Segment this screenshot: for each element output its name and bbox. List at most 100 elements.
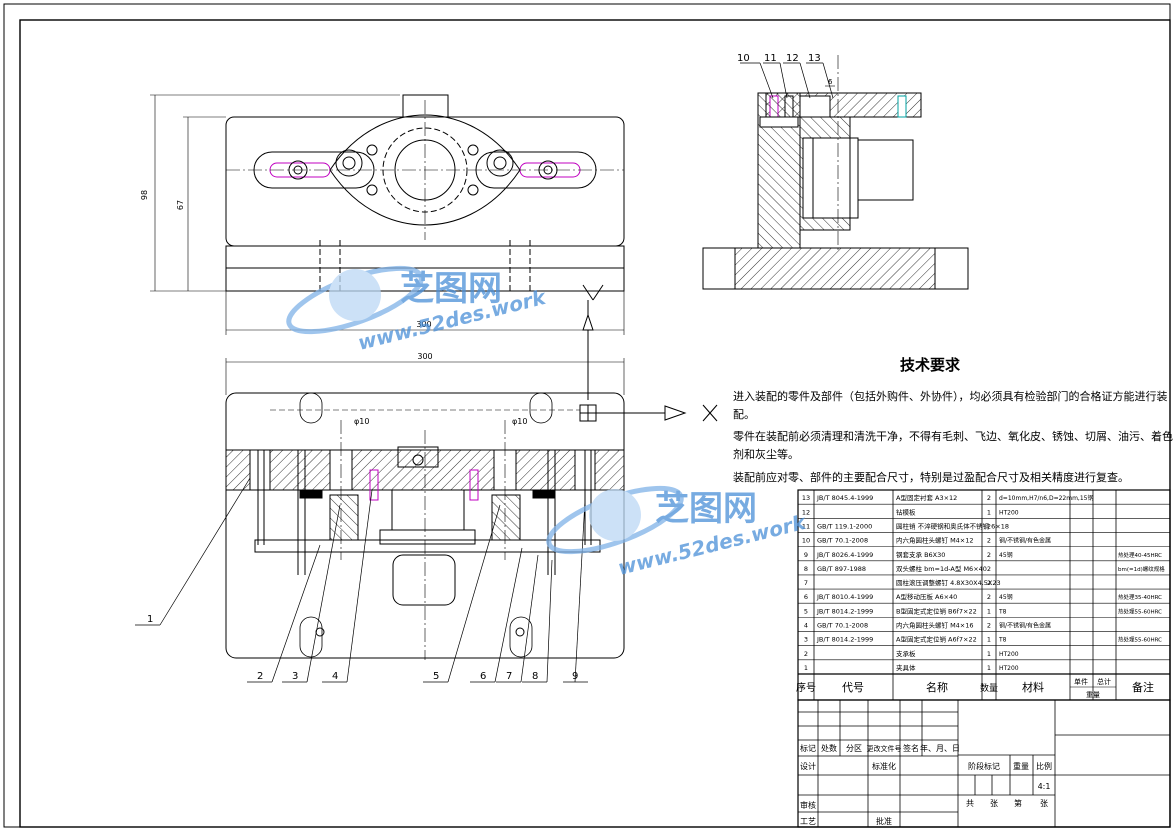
bom-cell-note: 热处理55-60HRC: [1118, 636, 1162, 644]
bom-cell-name: 夹具体: [896, 663, 916, 672]
balloon-9: 9: [572, 671, 578, 682]
technical-requirements: 技术要求 进入装配的零件及部件（包括外购件、外协件），均必须具有检验部门的合格证…: [733, 356, 1173, 484]
bom-h-total: 总计: [1097, 677, 1111, 686]
bom-cell-no: 5: [804, 607, 808, 615]
bom-cell-mat: T8: [998, 608, 1007, 615]
bom-cell-no: 1: [804, 664, 808, 672]
dim-bore-b: φ10: [512, 417, 527, 426]
bom-cell-no: 12: [802, 508, 810, 516]
dim-top-width: 300: [416, 320, 431, 329]
bom-h-code: 代号: [842, 681, 864, 694]
bom-h-weight: 重量: [1086, 691, 1100, 699]
watermark-1-cn: 芝图网: [400, 269, 502, 309]
bom-cell-mat: 钢/不锈钢/有色金属: [999, 537, 1051, 545]
bom-cell-qty: 2: [987, 537, 991, 545]
bom-cell-no: 11: [802, 522, 810, 530]
tb-sheet-label: 张: [990, 799, 998, 808]
bom-cell-name: 双头螺柱 bm=1d-A型 M6×40: [896, 564, 987, 573]
bom-cell-code: GB/T 70.1-2008: [817, 537, 868, 545]
balloon-13: 13: [808, 53, 821, 64]
tb-change-doc: 更改文件号: [867, 744, 902, 753]
tb-stage: 阶段标记: [968, 761, 1000, 771]
bom-cell-mat: d=10mm,H7/n6,D=22mm,15钢: [999, 494, 1093, 502]
balloon-5: 5: [433, 671, 439, 682]
bom-cell-no: 7: [804, 579, 808, 587]
dim-top-height: 98: [140, 190, 149, 200]
bom-cell-mat: HT200: [999, 509, 1019, 516]
bom-cell-code: JB/T 8014.2-1999: [816, 636, 873, 644]
watermark-2: 芝图网 www.52des.work: [546, 485, 809, 580]
tb-sign: 签名: [903, 743, 919, 753]
bom-cell-no: 6: [804, 593, 808, 601]
dim-front-width: 300: [417, 352, 432, 361]
tb-count: 处数: [821, 743, 837, 753]
dim-side-small: 6: [828, 78, 833, 86]
bom-cell-note: 热处理35-40HRC: [1118, 593, 1162, 601]
bom-h-note: 备注: [1132, 680, 1154, 694]
bom-cell-code: JB/T 8010.4-1999: [816, 593, 873, 601]
bom-cell-qty: 2: [987, 565, 991, 573]
bom-cell-no: 3: [804, 636, 808, 644]
tech-line-2: 配。: [733, 408, 755, 421]
bom-cell-no: 2: [804, 650, 808, 658]
bom-cell-code: GB/T 119.1-2000: [817, 522, 872, 530]
bom-cell-qty: 2: [987, 622, 991, 630]
bom-cell-no: 9: [804, 551, 808, 559]
bom-cell-name: 圆柱滚压调整螺钉 4.8X30X4.5X23: [896, 578, 1001, 587]
bom-h-name: 名称: [926, 680, 948, 694]
balloon-labels: 1 2 3 4 5 6 7 8 9: [147, 614, 578, 682]
dim-bore-a: φ10: [354, 417, 369, 426]
bom-cell-name: 圆柱销 不淬硬钢和奥氏体不锈钢 6×18: [896, 521, 1009, 530]
bom-cell-note: 热处理40-45HRC: [1118, 551, 1162, 559]
title-block: [797, 699, 1171, 828]
outer-border: [3, 3, 1171, 828]
bom-cell-qty: 2: [987, 522, 991, 530]
bom-cell-qty: 1: [987, 650, 991, 658]
dim-top-height2: 67: [176, 200, 185, 210]
bom-cell-qty: 1: [987, 664, 991, 672]
bom-cell-mat: 钢/不锈钢/有色金属: [999, 622, 1051, 630]
balloon-12: 12: [786, 53, 799, 64]
front-view: [225, 284, 718, 660]
inner-border: [19, 19, 1171, 828]
balloon-1: 1: [147, 614, 153, 625]
side-balloon-labels: 10 11 12 13 6: [737, 53, 833, 86]
bom-cell-name: A型固定式定位销 A6f7×22: [896, 635, 977, 644]
watermark-2-cn: 芝图网: [655, 489, 757, 529]
bom-cell-code: GB/T 70.1-2008: [817, 622, 868, 630]
bom-cell-mat: 45钢: [999, 593, 1013, 601]
balloon-8: 8: [532, 671, 538, 682]
bom-header: 序号 代号 名称 数量 材料 单件 总计 重量 备注: [796, 677, 1154, 699]
bom-cell-note: 热处理55-60HRC: [1118, 607, 1162, 615]
tb-design: 设计: [800, 761, 816, 771]
bom-cell-code: JB/T 8014.2-1999: [816, 607, 873, 615]
leaders: [135, 477, 588, 683]
balloon-7: 7: [506, 671, 512, 682]
tb-zone: 分区: [846, 744, 862, 753]
balloon-3: 3: [292, 671, 298, 682]
bom-cell-name: B型固定式定位销 B6f7×22: [896, 606, 977, 615]
tech-line-4: 剂和灰尘等。: [733, 447, 799, 461]
bom-cell-name: 钻模板: [896, 507, 916, 516]
bom-cell-qty: 2: [987, 551, 991, 559]
bom-cell-qty: 2: [987, 579, 991, 587]
bom-cell-qty: 1: [987, 607, 991, 615]
top-view: [150, 94, 625, 335]
tb-page-label: 第: [1014, 798, 1022, 808]
bom-cell-mat: 45钢: [999, 551, 1013, 559]
bom-cell-mat: T8: [998, 637, 1007, 644]
tb-standard: 标准化: [872, 761, 896, 771]
bom-cell-code: JB/T 8045.4-1999: [816, 494, 873, 502]
balloon-10: 10: [737, 53, 750, 64]
tb-scale: 4:1: [1038, 782, 1051, 791]
tb-process: 工艺: [800, 817, 816, 826]
balloon-11: 11: [764, 53, 777, 64]
tb-approve: 批准: [876, 816, 892, 826]
bom-cell-no: 4: [804, 622, 808, 630]
bom-h-qty: 数量: [980, 682, 998, 694]
balloon-4: 4: [332, 671, 338, 682]
bom-cell-name: 内六角圆柱头螺钉 M4×12: [896, 536, 974, 545]
tech-line-1: 进入装配的零件及部件（包括外购件、外协件），均必须具有检验部门的合格证方能进行装: [733, 389, 1168, 403]
